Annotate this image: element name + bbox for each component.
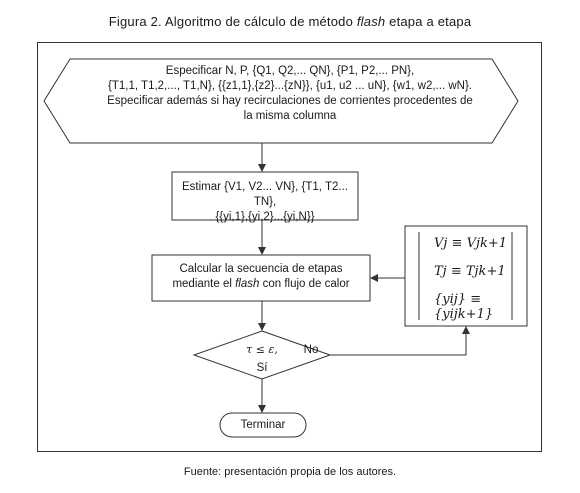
specify-line-1: Especificar N, P, {Q1, Q2,... QN}, {P1, … bbox=[165, 65, 415, 77]
arrow-no-update bbox=[330, 326, 470, 356]
figure-caption: Fuente: presentación propia de los autor… bbox=[183, 466, 397, 478]
calculate-line-2: mediante el flash con flujo de calor bbox=[172, 278, 350, 290]
end-node-shape bbox=[219, 412, 307, 438]
update-row-3: {yij} ≡ {yijk+1} bbox=[434, 292, 494, 322]
calculate-node-shape bbox=[151, 254, 371, 302]
update-row-1: Vj ≡ Vjk+1 bbox=[434, 236, 508, 251]
specify-node-shape bbox=[43, 58, 519, 144]
diagram-frame bbox=[37, 42, 542, 452]
calculate-line-1: Calcular la secuencia de etapas bbox=[179, 263, 343, 275]
decision-yes-label: Sí bbox=[256, 362, 268, 374]
specify-line-3: Especificar además si hay recirculacione… bbox=[107, 95, 473, 107]
estimate-node: Estimar {V1, V2... VN}, {T1, T2... TN}, … bbox=[172, 180, 358, 225]
end-node-label: Terminar bbox=[240, 419, 286, 431]
specify-line-4: la misma columna bbox=[243, 110, 337, 122]
specify-node: Especificar N, P, {Q1, Q2,... QN}, {P1, … bbox=[60, 64, 520, 124]
decision-no-label: No bbox=[303, 344, 319, 356]
update-node-shape bbox=[404, 225, 528, 327]
update-row-2: Tj ≡ Tjk+1 bbox=[434, 264, 506, 279]
figure-title: Figura 2. Algoritmo de cálculo de método… bbox=[108, 14, 472, 29]
estimate-line-1: Estimar {V1, V2... VN}, {T1, T2... TN}, bbox=[182, 181, 348, 208]
estimate-line-2: {{yi,1},{yi,2}...{yi,N}} bbox=[215, 211, 315, 223]
calculate-node: Calcular la secuencia de etapas mediante… bbox=[152, 262, 370, 292]
specify-line-2: {T1,1, T1,2,..., T1,N}, {{z1,1},{z2}...{… bbox=[108, 80, 472, 92]
estimate-node-shape bbox=[171, 171, 359, 221]
decision-condition: τ ≤ ε, bbox=[246, 343, 278, 356]
